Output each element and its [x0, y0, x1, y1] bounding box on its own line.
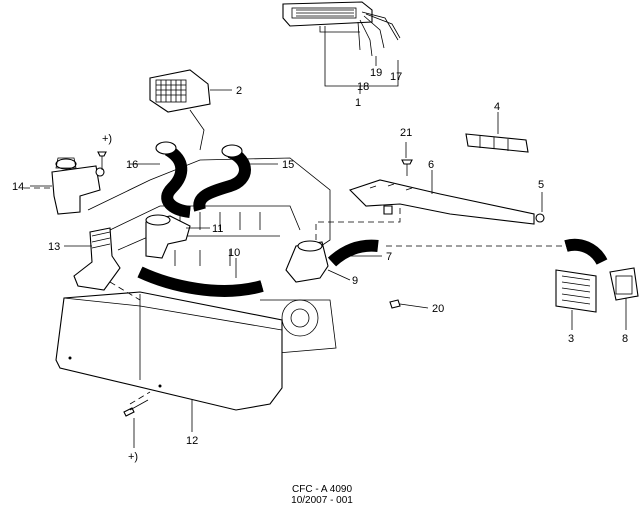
- screw-21: [401, 159, 413, 176]
- screw-top: [97, 151, 107, 170]
- screw-20: [389, 299, 401, 309]
- hose-7: [327, 239, 379, 267]
- callout-21: 21: [400, 127, 412, 139]
- callout-3: 3: [568, 333, 574, 345]
- callout-17: 17: [390, 71, 402, 83]
- cover-panel-12: [55, 291, 283, 411]
- nut-5: [535, 213, 545, 223]
- t-piece-14: [51, 157, 105, 215]
- engine-bay-outline: [87, 109, 337, 355]
- callout-9: 9: [352, 275, 358, 287]
- hose-16: [155, 141, 191, 218]
- callout-4: 4: [494, 101, 500, 113]
- footer-code: CFC - A 4090: [291, 484, 353, 495]
- callout-18: 18: [357, 81, 369, 93]
- callout-2: 2: [236, 85, 242, 97]
- callout-1: 1: [355, 97, 361, 109]
- callout-plus-top: +): [102, 133, 112, 145]
- control-panel-assembly: [282, 1, 401, 57]
- hose-15: [193, 144, 251, 212]
- callout-11: 11: [212, 223, 223, 235]
- callout-20: 20: [432, 303, 444, 315]
- leader-lines: [30, 112, 627, 448]
- callout-plus-bottom: +): [128, 451, 138, 463]
- callout-16: 16: [126, 159, 138, 171]
- dashed-guides: [20, 187, 562, 405]
- vent-8: [609, 267, 639, 301]
- rail-6: [348, 179, 535, 225]
- screw-bottom: [123, 399, 149, 417]
- duct-13: [73, 227, 121, 291]
- callout-15: 15: [282, 159, 294, 171]
- callout-14: 14: [12, 181, 24, 193]
- callout-10: 10: [228, 247, 240, 259]
- leader-18: [324, 26, 399, 87]
- callout-6: 6: [428, 159, 434, 171]
- footer-date: 10/2007 - 001: [291, 495, 353, 506]
- hose-10: [137, 266, 264, 297]
- callout-labels: 1 2 3 4 5 6 7 8 9 10 11 12 13 14 15 16 1…: [12, 67, 628, 463]
- vent-housing-2: [149, 69, 232, 113]
- elbow-9: [285, 240, 329, 283]
- callout-19: 19: [370, 67, 382, 79]
- callout-13: 13: [48, 241, 60, 253]
- grille-strip-4: [465, 133, 529, 153]
- callout-12: 12: [186, 435, 198, 447]
- vent-3: [555, 269, 597, 313]
- elbow-duct-11: [145, 214, 191, 259]
- callout-7: 7: [386, 251, 392, 263]
- callout-5: 5: [538, 179, 544, 191]
- hose-right: [564, 238, 608, 266]
- callout-8: 8: [622, 333, 628, 345]
